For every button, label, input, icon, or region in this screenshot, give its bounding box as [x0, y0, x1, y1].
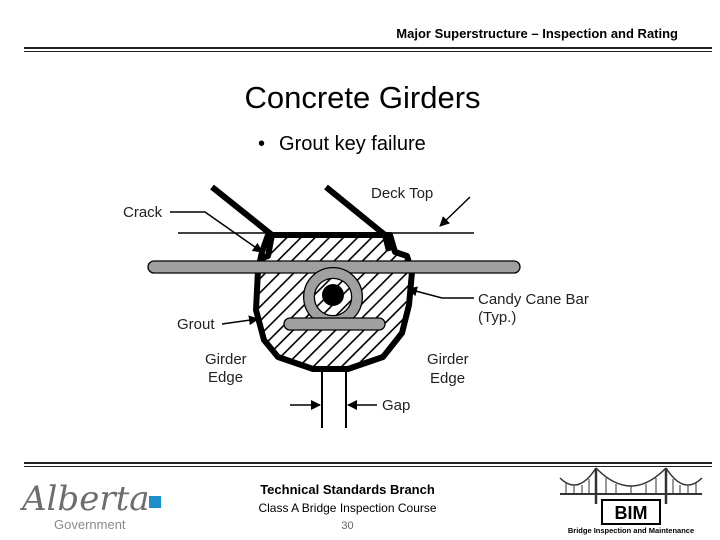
gap-label: Gap	[382, 397, 410, 414]
left-girder-edge	[210, 184, 275, 261]
right-girder-edge	[324, 184, 392, 252]
alberta-wordmark: Alberta	[20, 479, 150, 519]
bar-section-dot	[322, 284, 344, 306]
bullet-item: • Grout key failure	[258, 133, 426, 156]
candy-cane-bar-label: Candy Cane Bar	[478, 291, 589, 308]
girder-edge-right-label-1: Girder	[427, 351, 469, 368]
candy-cane-tail	[283, 317, 386, 331]
bullet-text: Grout key failure	[279, 133, 426, 155]
alberta-logo: Alberta Government	[20, 479, 161, 532]
deck-top-leader	[439, 196, 471, 227]
bim-logo: BIM Bridge Inspection and Maintenance	[559, 467, 703, 535]
alberta-accent-square	[149, 496, 161, 508]
footer-rule	[24, 462, 712, 467]
grout-leader	[221, 315, 259, 326]
page-number: 30	[341, 520, 354, 532]
girder-edge-right-label-2: Edge	[430, 370, 465, 387]
crack-label: Crack	[123, 204, 163, 221]
deck-top-label: Deck Top	[371, 185, 433, 202]
bim-box	[601, 499, 661, 525]
girder-edge-left-label-2: Edge	[208, 369, 243, 386]
grout-label: Grout	[177, 316, 215, 333]
bullet-dot-icon: •	[258, 133, 266, 155]
girder-edge-left-label-1: Girder	[205, 351, 247, 368]
bim-caption: Bridge Inspection and Maintenance	[568, 526, 694, 535]
bridge-icon	[559, 467, 703, 504]
header-rule	[24, 47, 712, 52]
government-text: Government	[54, 517, 126, 532]
candy-cane-leader	[407, 286, 474, 299]
typ-label: (Typ.)	[478, 309, 516, 326]
slide-title: Concrete Girders	[244, 80, 481, 115]
footer-course: Class A Bridge Inspection Course	[258, 501, 437, 515]
footer-branch: Technical Standards Branch	[260, 482, 435, 497]
bim-text: BIM	[615, 503, 648, 523]
crack-leader	[170, 211, 263, 253]
slide-header: Major Superstructure – Inspection and Ra…	[396, 26, 678, 41]
